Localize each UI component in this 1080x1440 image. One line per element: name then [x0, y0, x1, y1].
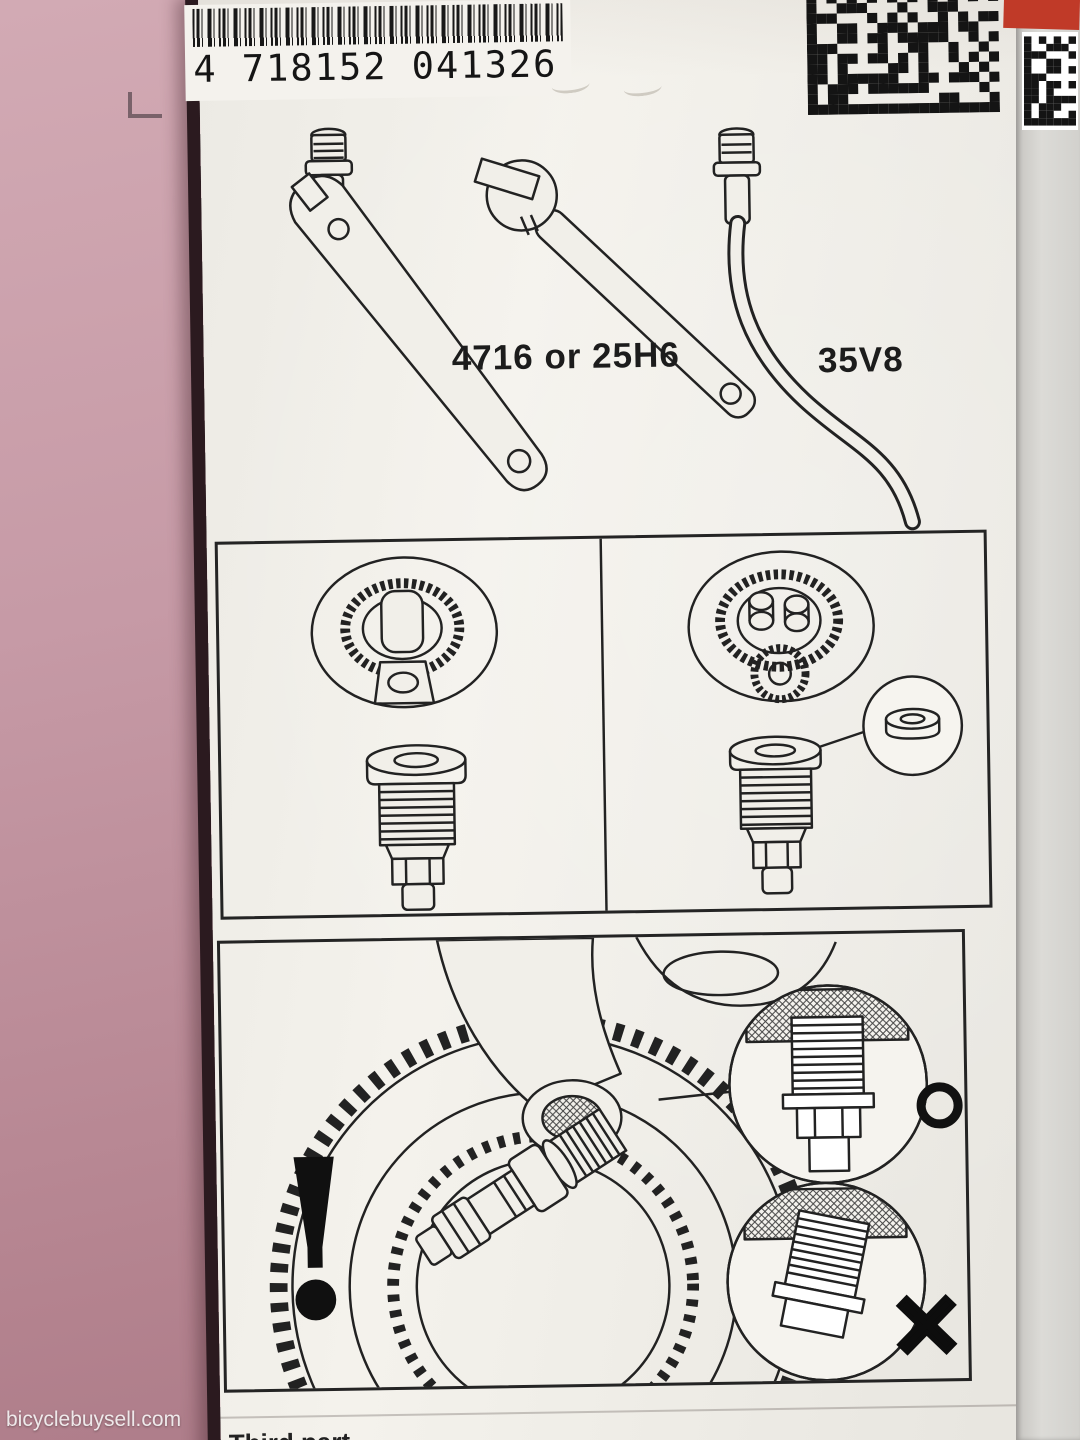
adjustable-wrench-icon	[473, 157, 757, 419]
incorrect-threading-detail	[742, 1186, 908, 1339]
package-edge-strip	[1016, 0, 1080, 1440]
warning-exclamation: !	[264, 1109, 366, 1371]
correct-threading-detail	[744, 986, 910, 1173]
incorrect-mark-icon: ×	[885, 1266, 969, 1379]
hex-key-label: 35V8	[817, 339, 904, 381]
barcode-digits: 4 718152 041326	[192, 42, 558, 92]
installation-panel: ! ×	[216, 929, 972, 1393]
spindle-comparison-art	[310, 538, 964, 912]
red-corner-sticker	[1003, 0, 1080, 30]
die-cut-notch	[622, 77, 663, 99]
barcode-bars-icon	[192, 3, 563, 48]
instruction-sheet: 4 718152 041326	[184, 0, 1045, 1440]
pedal-spindle-icon	[712, 127, 762, 225]
spindle-comparison-panel	[214, 529, 993, 920]
crank-arm-icon	[435, 936, 623, 1157]
pedal-wrench-icon	[289, 172, 548, 492]
hex-key-icon	[727, 214, 921, 531]
sheet-crease	[220, 1403, 1045, 1419]
barcode: 4 718152 041326	[184, 0, 572, 102]
watermark: bicyclebuysell.com	[6, 1408, 182, 1431]
crop-mark	[128, 92, 162, 118]
matrix-code-icon	[806, 0, 1001, 116]
pedal-spindle-icon	[415, 1107, 628, 1266]
footer-partial-text: Third part	[229, 1417, 989, 1440]
pedal-wrench-label: 4716 or 25H6	[451, 335, 681, 378]
crank-installation-art	[269, 936, 929, 1390]
matrix-code-edge-icon	[1022, 32, 1078, 130]
tools-illustration	[289, 127, 921, 531]
